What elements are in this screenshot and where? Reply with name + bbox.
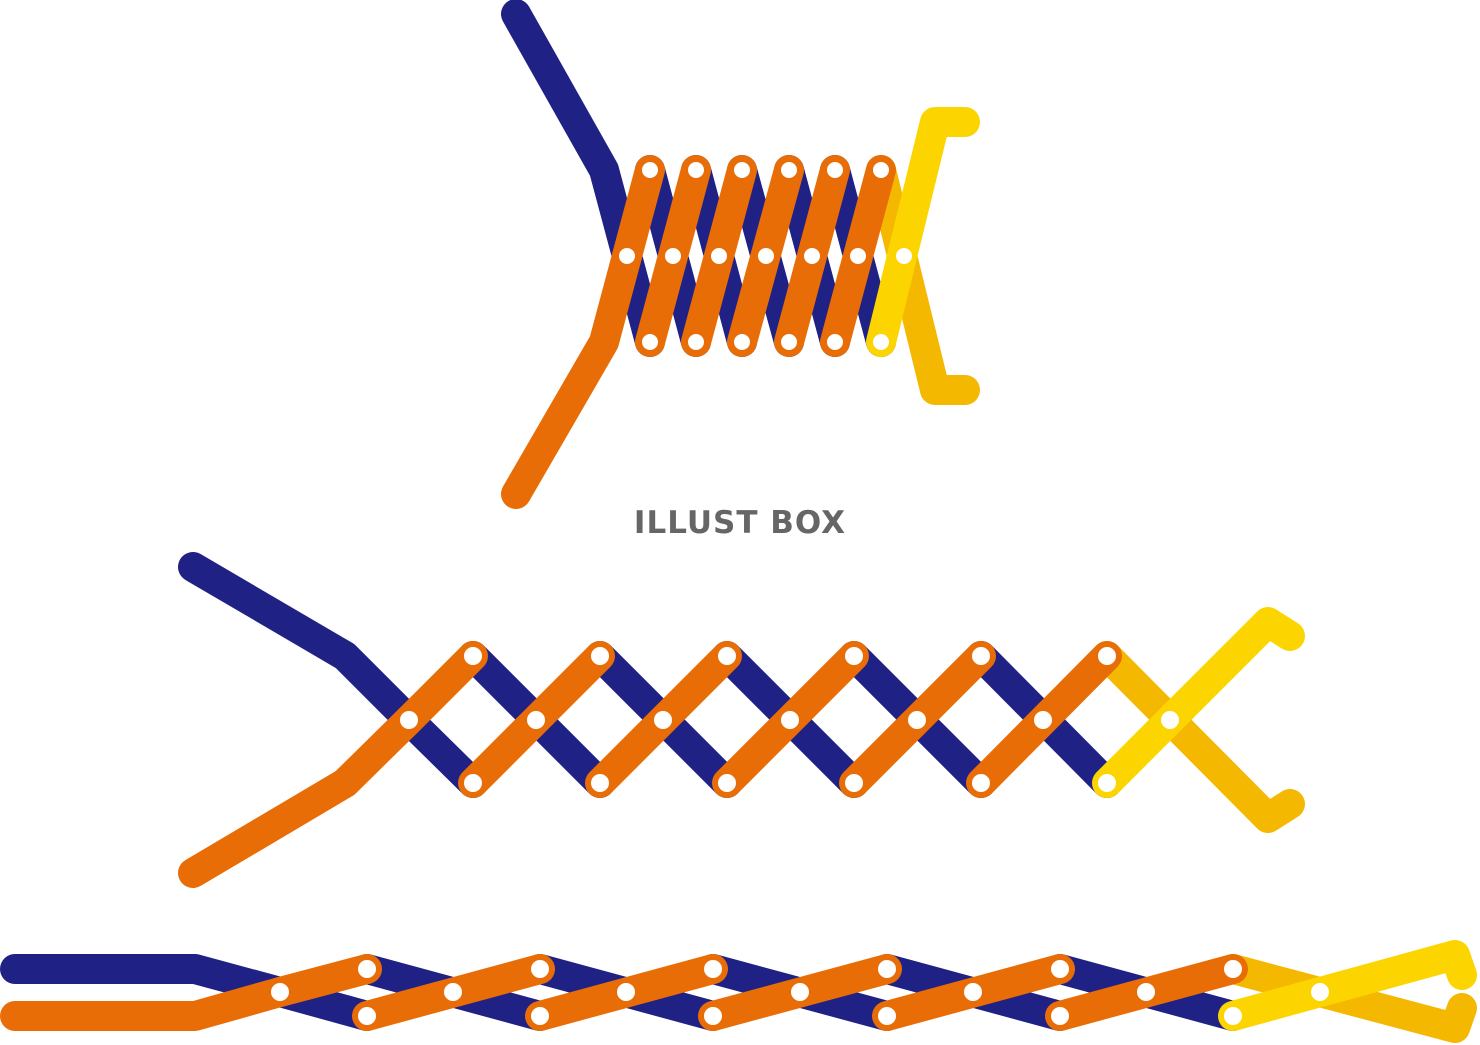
pivot-pin [663, 246, 683, 266]
pivot-pin [876, 958, 898, 980]
pivot-pin [906, 709, 928, 731]
pivot-pin [825, 160, 845, 180]
pivot-pin [876, 1005, 898, 1027]
pivot-pin [652, 709, 674, 731]
pivot-pin [525, 709, 547, 731]
scissor-hand-compressed [501, 0, 980, 509]
pivot-pin [732, 160, 752, 180]
pivot-pin [462, 772, 484, 794]
pivot-pin [398, 709, 420, 731]
handle-upper [0, 954, 295, 1007]
grip-jaw-upper [1092, 607, 1305, 798]
pivot-pin [615, 981, 637, 1003]
pivot-pin [529, 958, 551, 980]
pivot-pin [1049, 958, 1071, 980]
pivot-pin [848, 246, 868, 266]
pivot-pin [802, 246, 822, 266]
pivot-pin [843, 772, 865, 794]
pivot-pin [779, 160, 799, 180]
link-orange [612, 155, 665, 271]
link-orange [394, 641, 488, 735]
pivot-pin [732, 332, 752, 352]
pivot-pin [709, 246, 729, 266]
pivot-pin [716, 645, 738, 667]
pivot-pin [970, 645, 992, 667]
pivot-pin [825, 332, 845, 352]
pivot-pin [529, 1005, 551, 1027]
pivot-pin [1096, 772, 1118, 794]
pivot-pin [686, 332, 706, 352]
pivot-pin [1135, 981, 1157, 1003]
pivot-pin [640, 160, 660, 180]
pivot-pin [269, 981, 291, 1003]
pivot-pin [871, 332, 891, 352]
pivot-pin [871, 160, 891, 180]
pivot-pin [356, 1005, 378, 1027]
grip-jaw-upper [866, 107, 980, 357]
link-orange [265, 954, 382, 1007]
scissor-hand-fully-extended [0, 940, 1477, 1043]
handle-lower [501, 241, 642, 509]
handle-upper [501, 0, 642, 271]
pivot-pin [970, 772, 992, 794]
pivot-pin [1032, 709, 1054, 731]
handle-upper [178, 552, 424, 735]
pivot-pin [442, 981, 464, 1003]
pivot-pin [1222, 1005, 1244, 1027]
pivot-pin [1159, 709, 1181, 731]
pivot-pin [1096, 645, 1118, 667]
pivot-pin [702, 958, 724, 980]
pivot-pin [894, 246, 914, 266]
pivot-pin [1309, 981, 1331, 1003]
pivot-pin [617, 246, 637, 266]
handle-lower [178, 705, 424, 888]
pivot-pin [640, 332, 660, 352]
pivot-pin [779, 332, 799, 352]
pivot-pin [716, 772, 738, 794]
pivot-pin [756, 246, 776, 266]
grip-jaw-upper [1218, 940, 1477, 1031]
handle-lower [0, 977, 295, 1031]
pivot-pin [843, 645, 865, 667]
pivot-pin [789, 981, 811, 1003]
pivot-pin [589, 645, 611, 667]
pivot-pin [686, 160, 706, 180]
watermark-text: ILLUST BOX [633, 505, 847, 541]
pivot-pin [589, 772, 611, 794]
pivot-pin [779, 709, 801, 731]
pivot-pin [702, 1005, 724, 1027]
pivot-pin [1222, 958, 1244, 980]
pivot-pin [1049, 1005, 1071, 1027]
scissor-hand-half-extended [178, 552, 1305, 888]
pivot-pin [462, 645, 484, 667]
pivot-pin [962, 981, 984, 1003]
pivot-pin [356, 958, 378, 980]
